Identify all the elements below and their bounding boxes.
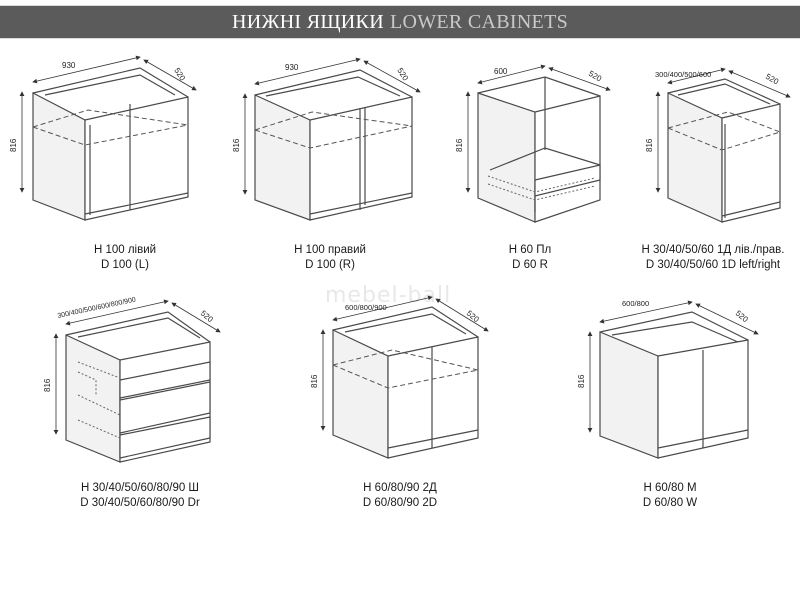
cab6-depth: 520 [465,309,481,325]
cabinet-7-model-ua: Н 60/80 М [643,482,697,494]
cab2-height: 816 [232,138,241,152]
cabinet-4-dimensions [655,67,791,193]
cabinet-2d [332,306,479,459]
cab7-height: 816 [577,374,586,388]
cabinet-7-dimensions [587,300,759,433]
cabinet-2-model-en: D 100 (R) [305,259,355,271]
cabinet-5-caption: Н 30/40/50/60/80/90 Ш D 30/40/50/60/80/9… [40,481,240,511]
cab4-width: 300/400/500/600 [655,70,711,79]
cabinet-4-caption: Н 30/40/50/60 1Д лів./прав. D 30/40/50/6… [628,243,798,273]
cabinet-2-caption: Н 100 правий D 100 (R) [245,243,415,273]
cab4-height: 816 [645,138,654,152]
cab7-width: 600/800 [622,299,649,308]
title-ukrainian: НИЖНІ ЯЩИКИ [231,10,384,33]
cabinet-3-model-en: D 60 R [512,259,548,271]
cabinet-3-dimensions [465,64,611,193]
cabinet-6-caption: Н 60/80/90 2Д D 60/80/90 2D [325,481,475,511]
cab5-width: 300/400/500/600/800/900 [57,296,137,319]
cab3-width: 600 [494,67,508,76]
cabinet-h100-left [32,67,189,221]
cabinet-1-model-en: D 100 (L) [101,259,149,271]
cabinet-6-dimensions [320,295,489,431]
title-english: LOWER CABINETS [389,10,569,33]
cab4-depth: 520 [764,72,781,87]
cab6-height: 816 [310,374,319,388]
cabinet-1-dimensions [19,55,197,193]
cabinet-2-dimensions [242,57,421,195]
cabinet-3-model-ua: Н 60 Пл [508,244,552,256]
cabinet-2-model-ua: Н 100 правий [294,244,366,256]
cabinet-4-model-en: D 30/40/50/60 1D left/right [645,259,781,271]
cab6-width: 600/800/900 [345,303,387,312]
cab1-height: 816 [9,138,18,152]
cab2-width: 930 [285,63,299,72]
cabinet-1d [667,78,781,223]
cabinet-h60-pl [477,76,601,223]
cabinet-5-dimensions [53,299,221,435]
cab5-depth: 520 [199,309,215,325]
cabinet-m-w [599,311,749,459]
cabinet-h100-right [254,69,413,221]
cab1-width: 930 [62,61,76,70]
cabinet-drawers [65,311,211,463]
cab3-height: 816 [455,138,464,152]
cabinet-7-caption: Н 60/80 М D 60/80 W [600,481,740,511]
cabinet-4-model-ua: Н 30/40/50/60 1Д лів./прав. [641,244,785,256]
cabinet-6-model-ua: Н 60/80/90 2Д [363,482,437,494]
cabinet-1-model-ua: Н 100 лівий [93,244,157,256]
cabinet-5-model-en: D 30/40/50/60/80/90 Dr [80,497,200,509]
cabinet-3-caption: Н 60 Пл D 60 R [470,243,590,273]
cab7-depth: 520 [734,309,750,325]
page-header: НИЖНІ ЯЩИКИ LOWER CABINETS [0,5,800,39]
cabinet-5-model-ua: Н 30/40/50/60/80/90 Ш [81,482,199,494]
cab2-depth: 520 [395,66,410,83]
cabinet-1-caption: Н 100 лівий D 100 (L) [40,243,210,273]
cab5-height: 816 [43,378,52,392]
cab3-depth: 520 [587,69,604,84]
cab1-depth: 520 [172,66,187,83]
cabinet-6-model-en: D 60/80/90 2D [362,497,438,509]
cabinet-7-model-en: D 60/80 W [642,497,698,509]
